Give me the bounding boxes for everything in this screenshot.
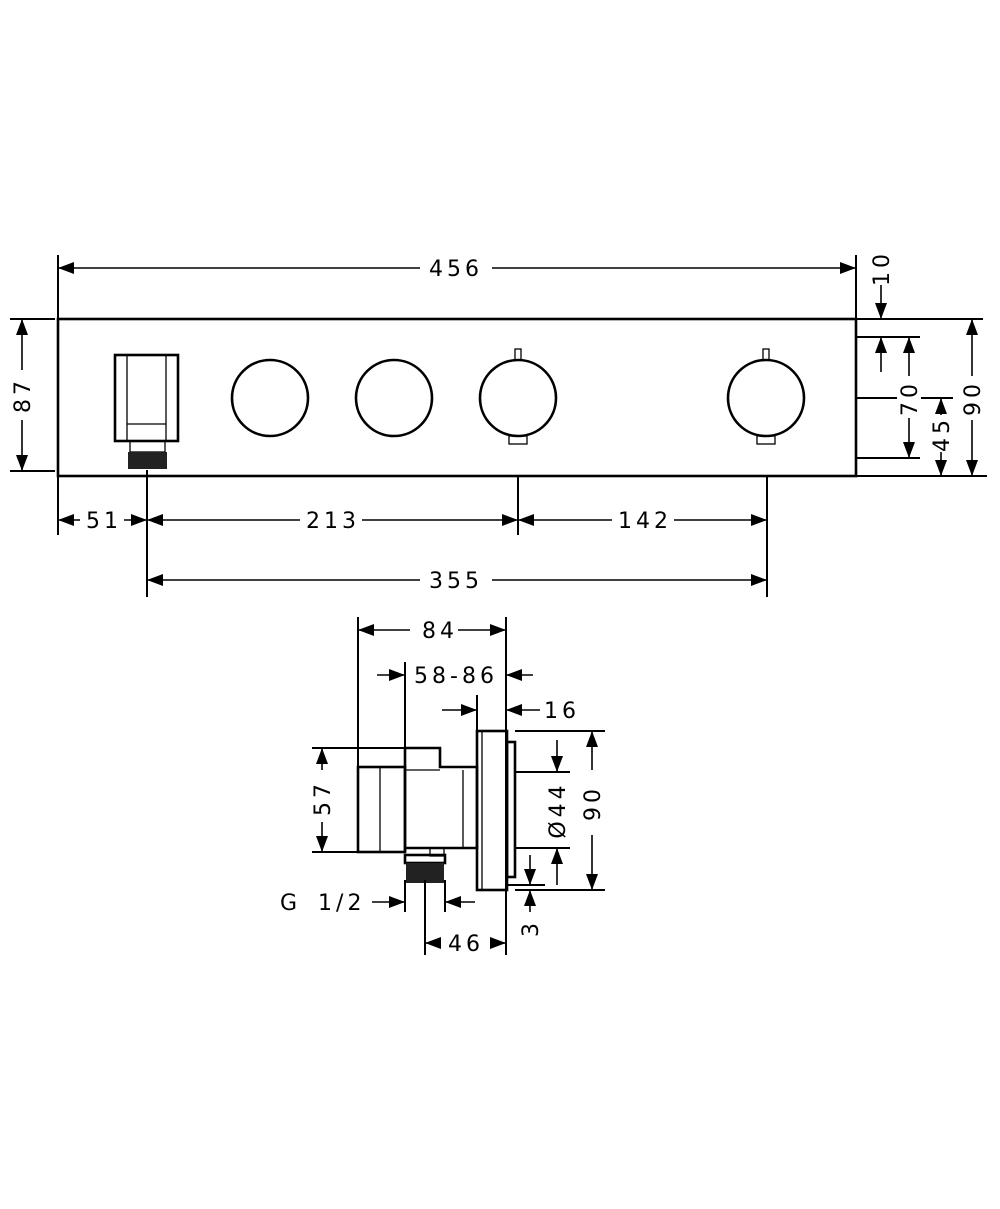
dim-87: 87	[11, 377, 36, 413]
dim-70: 70	[898, 380, 923, 416]
knob-4	[726, 348, 806, 445]
dimension-lines	[16, 262, 978, 586]
knob-3	[478, 348, 558, 445]
dim-90-side: 90	[581, 785, 606, 821]
dim-142: 142	[618, 509, 672, 534]
dim-10: 10	[870, 250, 895, 286]
knob-2	[354, 358, 434, 438]
dim-16: 16	[544, 699, 580, 724]
dim-355: 355	[429, 569, 483, 594]
thread	[128, 452, 167, 469]
thread-label: G 1/2	[280, 891, 365, 916]
dim-90: 90	[961, 380, 986, 416]
front-view: 456 87 51 213 142 355 10 70 45 90	[10, 250, 987, 597]
dim-46: 46	[448, 932, 484, 957]
dim-3: 3	[519, 919, 544, 937]
side-thread	[406, 863, 444, 883]
hose-connector	[113, 353, 180, 469]
side-view: 84 58-86 16 57 Ø44 90 G 1/2 3 46	[280, 617, 606, 957]
side-body	[356, 729, 517, 892]
dim-45: 45	[930, 416, 955, 452]
dim-456: 456	[429, 257, 483, 282]
knob-1	[230, 358, 310, 438]
side-dimension-lines	[316, 624, 598, 949]
dim-213: 213	[306, 509, 360, 534]
extension-lines	[10, 255, 987, 597]
dim-51: 51	[86, 509, 122, 534]
dim-58-86: 58-86	[414, 664, 498, 689]
dim-diameter-44: Ø44	[546, 781, 571, 838]
dim-84: 84	[422, 619, 458, 644]
dim-57: 57	[311, 780, 336, 816]
